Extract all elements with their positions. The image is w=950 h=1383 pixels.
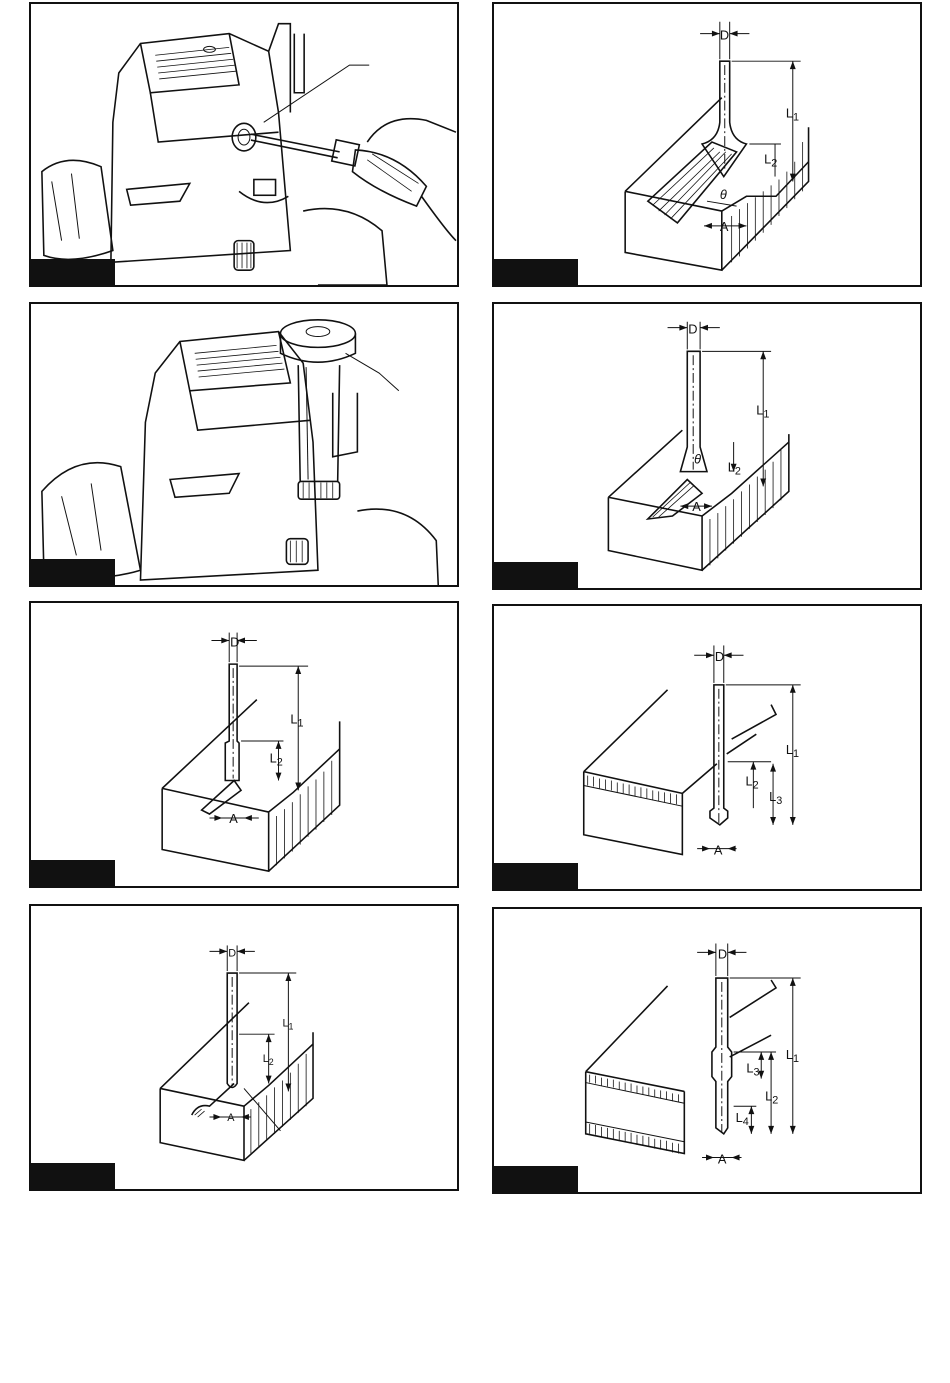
router-bit-diagram-5: D L1 L2 A — [31, 906, 457, 1189]
svg-text:L3: L3 — [769, 789, 782, 807]
label-l1: L — [786, 105, 793, 120]
label-l2: L — [728, 460, 735, 475]
figure-panel-2 — [29, 302, 459, 587]
router-illustration — [31, 4, 457, 285]
label-d: D — [228, 947, 236, 959]
label-d: D — [720, 27, 729, 42]
figure-panel-4: D L1 L2 θ A — [492, 302, 922, 590]
svg-text:L2: L2 — [270, 751, 283, 769]
figure-number-tab — [31, 259, 115, 285]
figure-number-tab — [494, 863, 578, 889]
figure-panel-6: D L1 L2 L3 A — [492, 604, 922, 891]
svg-text:L1: L1 — [282, 1017, 293, 1031]
svg-text:L1: L1 — [786, 742, 799, 760]
label-l1: L — [786, 1047, 793, 1062]
label-a: A — [227, 1112, 235, 1124]
screwdriver-icon — [251, 119, 456, 241]
router-bit-diagram-6: D L1 L3 L2 L4 A — [494, 909, 920, 1192]
label-a: A — [229, 811, 238, 826]
figure-panel-5: D L1 L2 A — [29, 601, 459, 888]
svg-text:L1: L1 — [756, 402, 769, 420]
figure-panel-3: D L1 L2 θ A — [492, 2, 922, 287]
label-d: D — [718, 946, 727, 961]
svg-text:L2: L2 — [728, 460, 741, 478]
label-l3: L — [769, 789, 776, 804]
label-l2: L — [745, 773, 752, 788]
svg-text:L2: L2 — [745, 773, 758, 791]
router-bit-diagram-3: D L1 L2 A — [31, 603, 457, 886]
label-a: A — [718, 1151, 727, 1166]
svg-text:L4: L4 — [736, 1110, 749, 1128]
figure-number-tab — [494, 562, 578, 588]
svg-text:L3: L3 — [746, 1061, 759, 1079]
router-bit-diagram-2: D L1 L2 θ A — [494, 304, 920, 588]
svg-text:L2: L2 — [765, 1088, 778, 1106]
label-l4: L — [736, 1110, 743, 1125]
label-d: D — [230, 634, 239, 649]
label-l2: L — [270, 751, 277, 766]
figure-number-tab — [31, 860, 115, 886]
label-a: A — [714, 842, 723, 857]
label-l2: L — [765, 1088, 772, 1103]
label-a: A — [692, 499, 701, 514]
label-l1: L — [756, 402, 763, 417]
label-d: D — [688, 322, 697, 337]
svg-text:L1: L1 — [290, 711, 303, 729]
figure-panel-1 — [29, 2, 459, 287]
svg-text:L1: L1 — [786, 105, 799, 123]
figure-number-tab — [494, 1166, 578, 1192]
router-bit-diagram: D L1 L2 θ A — [494, 4, 920, 285]
figure-number-tab — [31, 559, 115, 585]
label-theta: θ — [720, 187, 727, 202]
label-l2: L — [764, 152, 771, 167]
router-bit-diagram-4: D L1 L2 L3 A — [494, 606, 920, 889]
figure-number-tab — [494, 259, 578, 285]
figure-panel-7: D L1 L2 A — [29, 904, 459, 1191]
label-l1: L — [786, 742, 793, 757]
template-guide-icon — [280, 320, 355, 499]
label-l3: L — [746, 1061, 753, 1076]
label-theta: θ — [694, 452, 701, 467]
figure-panel-8: D L1 L3 L2 L4 A — [492, 907, 922, 1194]
label-a: A — [720, 219, 729, 234]
label-l1: L — [290, 711, 297, 726]
svg-text:L2: L2 — [263, 1053, 274, 1067]
svg-text:L1: L1 — [786, 1047, 799, 1065]
figure-number-tab — [31, 1163, 115, 1189]
label-d: D — [715, 649, 724, 664]
router-illustration-2 — [31, 304, 457, 585]
